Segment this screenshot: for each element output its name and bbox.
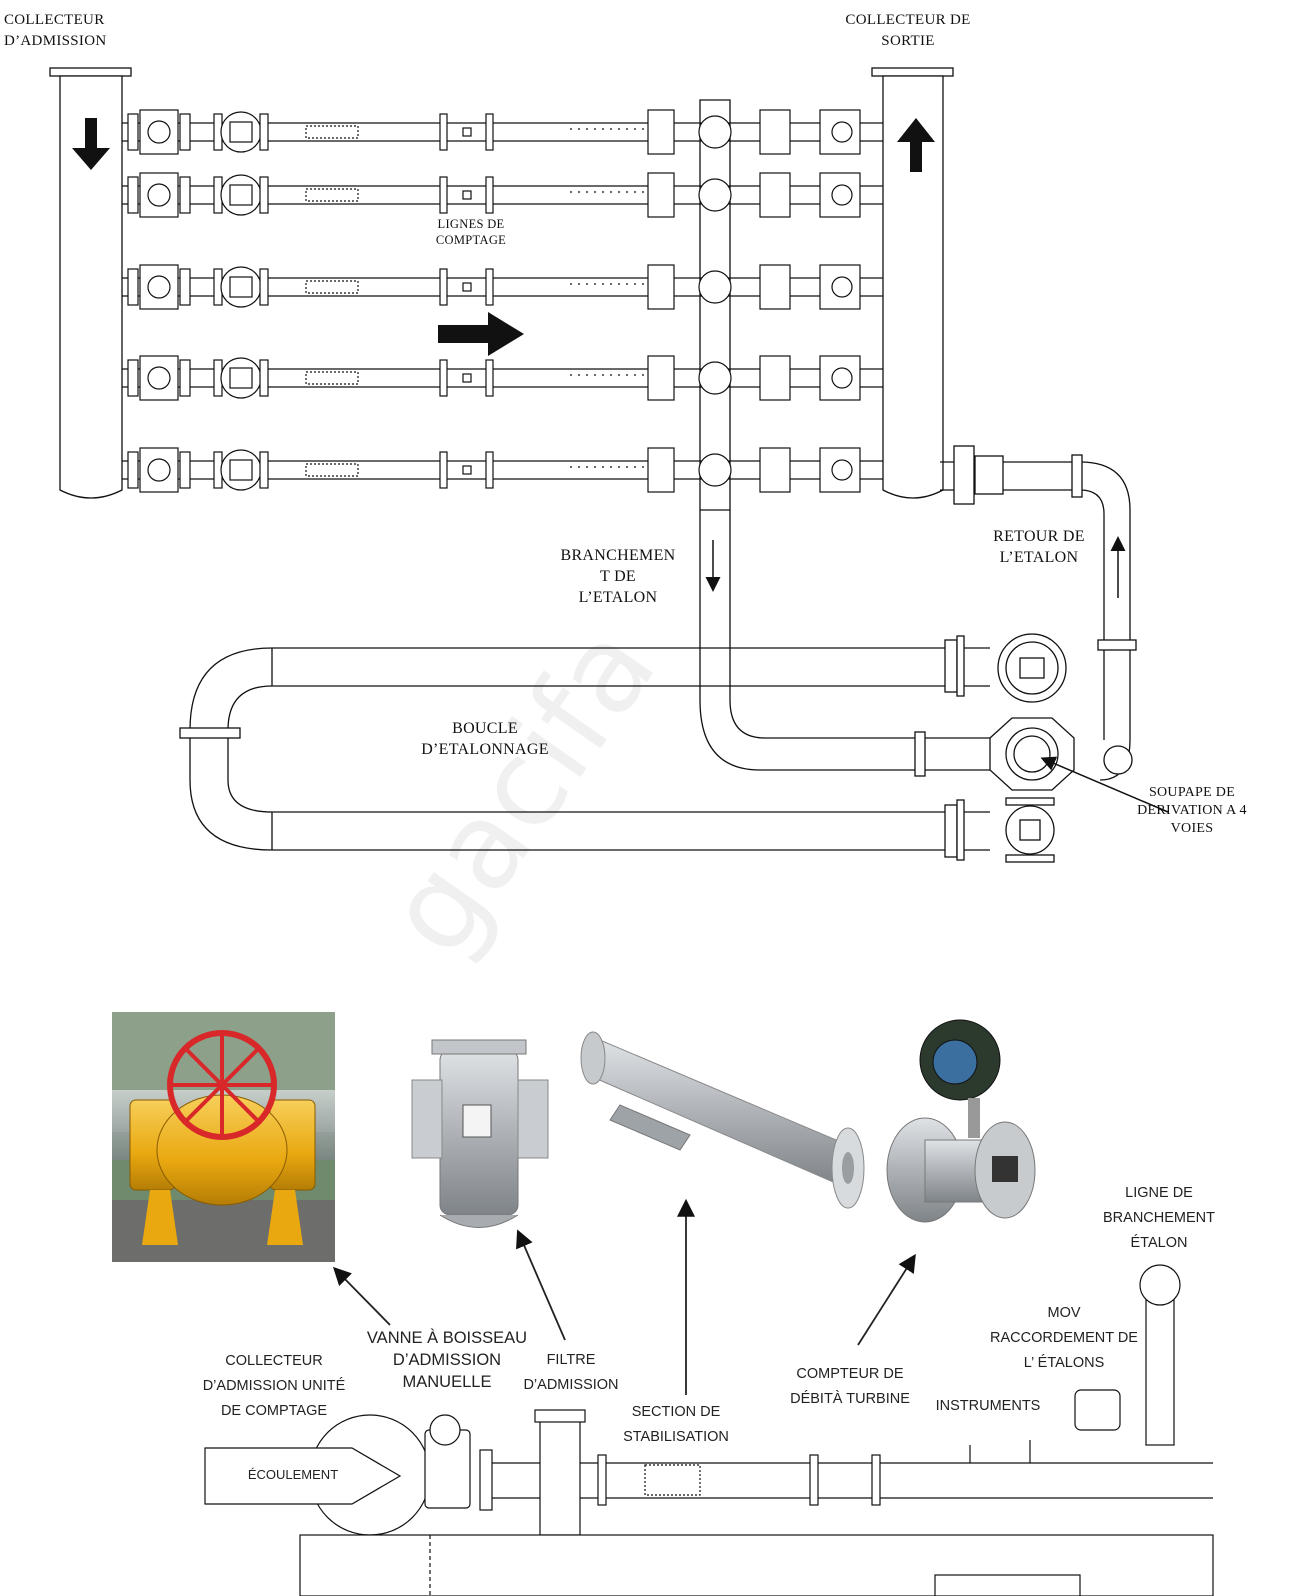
filter-photo: [411, 1039, 549, 1228]
metering-runs: [122, 109, 883, 493]
prover-branch-label: BRANCHEMEN T DE L’ETALON: [560, 547, 676, 606]
instruments-label: INSTRUMENTS: [935, 1398, 1041, 1414]
inlet-header-label: COLLECTEUR D’ADMISSION: [4, 12, 107, 49]
inlet-header-vessel: [49, 67, 132, 499]
prover-loop: [179, 445, 1137, 863]
stabilization-section-photo: [580, 1031, 865, 1209]
metering-lines-label: LIGNES DE COMPTAGE: [435, 217, 507, 247]
metering-run: [122, 109, 883, 155]
mov-prover-connection-label: MOV RACCORDEMENT DE L’ ÉTALONS: [990, 1305, 1138, 1371]
plug-valve-photo: [112, 1012, 335, 1262]
small-flow-arrows: [705, 536, 1169, 813]
inlet-filter-label: FILTRE D’ADMISSION: [523, 1352, 619, 1393]
prover-return-label: RETOUR DE L’ETALON: [993, 528, 1085, 566]
four-way-valve-label: SOUPAPE DE DERIVATION A 4 VOIES: [1137, 785, 1247, 836]
turbine-meter-label: COMPTEUR DE DÉBITÀ TURBINE: [790, 1366, 910, 1407]
prover-manifold-pipe: [699, 99, 731, 511]
metering-run: [122, 447, 883, 493]
callout-arrows: [332, 1198, 916, 1395]
metering-run: [122, 355, 883, 401]
prover-branch-line-label: LIGNE DE BRANCHEMENT ÉTALON: [1103, 1185, 1215, 1251]
metering-run: [122, 172, 883, 218]
turbine-meter-photo: [886, 1019, 1036, 1223]
bottom-piping-diagram: [204, 1264, 1214, 1596]
outlet-header-label: COLLECTEUR DE SORTIE: [845, 12, 971, 49]
plug-valve-label: VANNE À BOISSEAU D’ADMISSION MANUELLE: [366, 1329, 528, 1391]
metering-run: [122, 264, 883, 310]
flow-label: ÉCOULEMENT: [247, 1467, 339, 1482]
prover-loop-label: BOUCLE D’ETALONNAGE: [421, 720, 549, 758]
metering-inlet-header-label: COLLECTEUR D’ADMISSION UNITÉ DE COMPTAGE: [202, 1353, 346, 1419]
flow-arrows: [72, 118, 935, 356]
flow-arrow-shape: [204, 1447, 402, 1505]
outlet-header-vessel: [871, 67, 954, 499]
stabilization-section-label: SECTION DE STABILISATION: [623, 1404, 729, 1445]
